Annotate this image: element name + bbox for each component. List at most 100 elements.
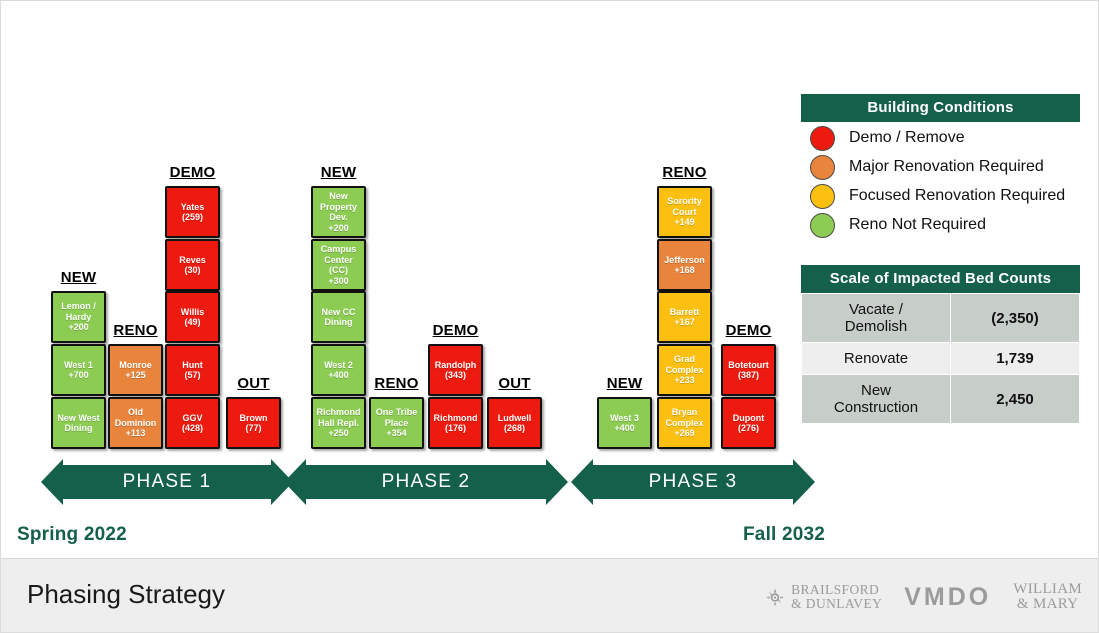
column-header-phase-1-reno: RENO <box>113 322 158 339</box>
building-box-line: Complex <box>665 364 704 375</box>
building-box[interactable]: Monroe+125 <box>108 344 163 396</box>
scale-row-label-line: New <box>860 382 891 399</box>
building-box-line: Hardy <box>65 311 92 322</box>
building-box-line: Court <box>672 206 697 217</box>
phase-arrow-label: PHASE 3 <box>648 471 738 492</box>
phase-arrow-label: PHASE 2 <box>381 471 471 492</box>
building-box-line: Dev. <box>329 212 348 222</box>
building-box[interactable]: Ludwell(268) <box>487 397 542 449</box>
column-header-phase-3-demo: DEMO <box>725 322 772 339</box>
legend-item-label: Major Renovation Required <box>849 158 1044 175</box>
building-box[interactable]: Botetourt(387) <box>721 344 776 396</box>
building-box-line: Bryan <box>671 407 698 418</box>
building-box[interactable]: GGV(428) <box>165 397 220 449</box>
building-box[interactable]: Willis(49) <box>165 291 220 343</box>
building-box[interactable]: West 3+400 <box>597 397 652 449</box>
building-box-line: Old <box>128 407 143 418</box>
building-box[interactable]: Randolph(343) <box>428 344 483 396</box>
building-box-line: Jefferson <box>664 254 705 265</box>
column-header-phase-3-reno: RENO <box>662 164 707 181</box>
column-header-phase-2-new: NEW <box>320 164 357 181</box>
brailsford-line2: & DUNLAVEY <box>791 596 883 611</box>
scale-row-label-line: Demolish <box>844 318 908 335</box>
table-row: Vacate /Demolish(2,350) <box>801 293 1080 343</box>
building-box-line: (268) <box>503 423 525 433</box>
scale-row-label-line: Vacate / <box>849 301 903 318</box>
building-box-line: +125 <box>125 370 146 380</box>
building-box-line: Dining <box>64 423 93 433</box>
column-header-phase-1-out: OUT <box>237 375 270 392</box>
william-mary-line1: WILLIAM <box>1013 581 1082 597</box>
building-box-line: Lemon / <box>61 301 96 312</box>
column-header-phase-2-out: OUT <box>498 375 531 392</box>
building-box-line: (343) <box>444 370 466 380</box>
building-box-line: West 1 <box>64 359 93 370</box>
building-box-line: Richmond <box>433 412 478 423</box>
column-header-phase-1-new: NEW <box>60 269 97 286</box>
building-box[interactable]: Lemon /Hardy+200 <box>51 291 106 343</box>
building-box-line: New <box>329 191 348 201</box>
building-box-line: (57) <box>184 370 201 380</box>
building-box-line: +300 <box>328 275 349 286</box>
building-box[interactable]: Richmond(176) <box>428 397 483 449</box>
page-title: Phasing Strategy <box>27 579 226 609</box>
william-mary-line2: & MARY <box>1016 596 1079 612</box>
building-box-line: Willis <box>180 306 205 317</box>
building-box[interactable]: Jefferson+168 <box>657 239 712 291</box>
building-box-line: +700 <box>68 370 89 380</box>
building-box[interactable]: West 2+400 <box>311 344 366 396</box>
legend-item-3: Reno Not Required <box>801 212 1080 238</box>
building-box-line: Barrett <box>669 306 700 317</box>
building-box[interactable]: Barrett+167 <box>657 291 712 343</box>
building-box-line: (77) <box>245 423 262 433</box>
building-box-line: (428) <box>181 423 203 433</box>
phase-arrow-label: PHASE 1 <box>122 471 212 492</box>
vmdo-logo: VMDO <box>904 582 992 611</box>
building-box-line: (387) <box>737 370 759 380</box>
building-box-line: +200 <box>328 222 349 233</box>
building-box-line: +167 <box>674 317 695 327</box>
building-box-line: Grad <box>673 354 695 365</box>
building-box[interactable]: West 1+700 <box>51 344 106 396</box>
building-box[interactable]: Dupont(276) <box>721 397 776 449</box>
building-box[interactable]: Yates(259) <box>165 186 220 238</box>
building-box-line: Center (CC) <box>324 254 353 276</box>
building-box-line: Dining <box>324 317 353 327</box>
scale-table-title: Scale of Impacted Bed Counts <box>801 265 1080 293</box>
phase-arrow-1: PHASE 1 <box>41 459 293 505</box>
building-box-line: +354 <box>386 428 407 439</box>
building-box-line: One Tribe <box>375 407 418 418</box>
building-box-line: Dominion <box>114 417 157 428</box>
building-box[interactable]: Hunt(57) <box>165 344 220 396</box>
building-box[interactable]: Brown(77) <box>226 397 281 449</box>
building-box-line: Botetourt <box>728 359 769 370</box>
building-box-line: Randolph <box>434 359 477 370</box>
building-box-line: Hunt <box>182 359 203 370</box>
legend-item-label: Focused Renovation Required <box>849 187 1066 204</box>
legend-color-swatch-icon <box>810 125 835 151</box>
building-box-line: Complex <box>665 417 704 428</box>
building-box-line: +250 <box>328 428 349 439</box>
column-header-phase-1-demo: DEMO <box>169 164 216 181</box>
building-box-line: Ludwell <box>497 412 532 423</box>
building-box-line: Campus <box>320 244 357 254</box>
building-box-line: Brown <box>239 412 268 423</box>
building-box-line: Reves <box>179 254 206 265</box>
building-box-line: Sorority <box>667 196 702 207</box>
brailsford-line1: BRAILSFORD <box>791 582 880 597</box>
building-box[interactable]: Reves(30) <box>165 239 220 291</box>
